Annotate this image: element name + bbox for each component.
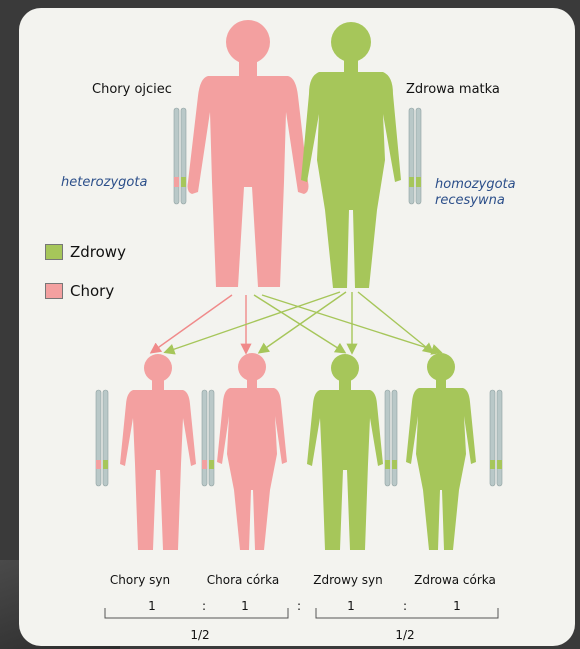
legend-sick-label: Chory [70, 282, 114, 300]
father-label: Chory ojciec [92, 82, 172, 97]
ratio-half-2: 1/2 [395, 628, 414, 642]
mother-figure [301, 22, 401, 288]
legend-healthy: Zdrowy [45, 243, 126, 261]
ratio-brackets [105, 608, 498, 618]
child-sick-son [96, 354, 196, 550]
ratio-sep-1: : [202, 599, 206, 613]
child-label-2: Chora córka [207, 573, 279, 587]
mother-genotype-line2: recesywna [435, 193, 505, 208]
mother-label: Zdrowa matka [406, 82, 500, 97]
ratio-half-1: 1/2 [190, 628, 209, 642]
child-healthy-daughter [406, 353, 502, 550]
legend-healthy-label: Zdrowy [70, 243, 126, 261]
legend-sick: Chory [45, 282, 114, 300]
child-healthy-son [307, 354, 397, 550]
ratio-one-4: 1 [453, 599, 461, 613]
child-label-1: Chory syn [110, 573, 170, 587]
ratio-one-2: 1 [241, 599, 249, 613]
legend-sick-swatch [45, 283, 63, 299]
mother-chromosomes [409, 108, 421, 204]
inheritance-arrows [152, 292, 440, 352]
ratio-sep-2: : [297, 599, 301, 613]
child-label-3: Zdrowy syn [313, 573, 383, 587]
father-genotype-label: heterozygota [61, 175, 147, 190]
child-label-4: Zdrowa córka [414, 573, 496, 587]
father-figure [188, 20, 309, 287]
child-sick-daughter [202, 353, 287, 550]
ratio-one-1: 1 [148, 599, 156, 613]
legend-healthy-swatch [45, 244, 63, 260]
ratio-sep-3: : [403, 599, 407, 613]
mother-genotype-line1: homozygota [435, 177, 516, 192]
ratio-one-3: 1 [347, 599, 355, 613]
father-chromosomes [174, 108, 186, 204]
